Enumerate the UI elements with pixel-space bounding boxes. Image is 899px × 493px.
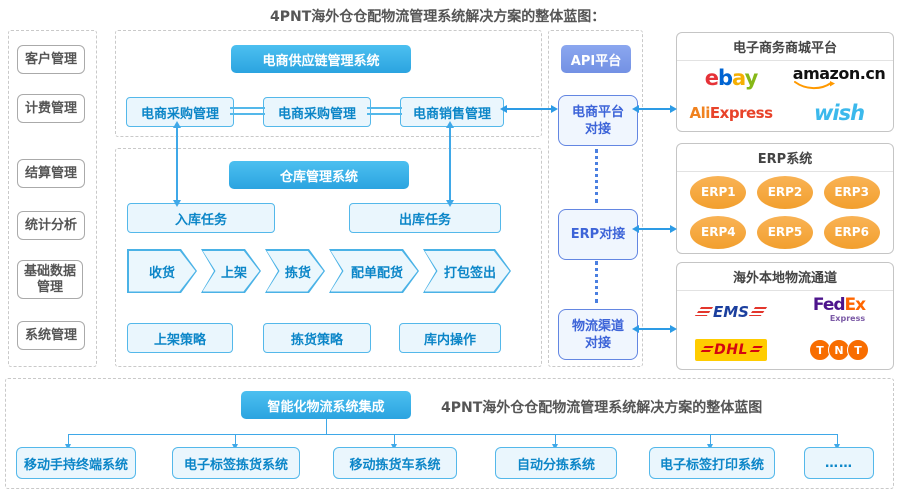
api-gateway-logistics: 物流渠道对接 [558,309,638,360]
wms-inbound-task: 入库任务 [127,203,275,233]
arrow-sales-to-api [500,105,558,113]
erp-systems-panel: ERP系统 ERP1 ERP2 ERP3 ERP4 ERP5 ERP6 [676,143,894,254]
tree-branch [68,434,838,435]
tree-stub-4 [552,434,558,450]
scm-link-2 [367,107,402,115]
system-label-printing: 电子标签打印系统 [649,447,775,479]
tree-stub-1 [65,434,71,450]
ecommerce-panel-title: 电子商务商城平台 [677,33,893,61]
aliexpress-logo: AliExpress [689,103,773,122]
arrow-api-to-logistics [632,325,677,333]
wms-outbound-task: 出库任务 [349,203,501,233]
scm-module-purchase-2: 电商采购管理 [263,97,371,127]
erp6-bubble: ERP6 [823,215,880,249]
system-auto-sorting: 自动分拣系统 [495,447,617,479]
amazon-logo: amazon.cn [793,66,886,90]
tree-stub-3 [391,434,397,450]
system-mobile-pick-cart: 移动拣货车系统 [333,447,457,479]
erp1-bubble: ERP1 [690,175,747,209]
api-gateway-ecommerce: 电商平台对接 [558,95,638,146]
erp3-bubble: ERP3 [823,175,880,209]
api-platform-header: API平台 [561,45,631,73]
erp2-bubble: ERP2 [756,175,813,209]
tree-stub-5 [707,434,713,450]
arrow-sales-to-outbound [446,121,454,207]
intelligent-logistics-header: 智能化物流系统集成 [241,391,411,419]
erp5-bubble: ERP5 [756,215,813,249]
fedex-logo: FedEx Express [812,294,866,323]
api-dots-2 [595,261,598,303]
sidebar-item-settlement-mgmt: 结算管理 [17,159,85,188]
scm-link-1 [230,107,265,115]
tree-trunk [326,419,327,434]
api-dots-1 [595,149,598,203]
sidebar-item-billing-mgmt: 计费管理 [17,94,85,123]
sidebar-admin-modules: 客户管理 计费管理 结算管理 统计分析 基础数据管理 系统管理 [8,30,97,367]
sidebar-item-system-mgmt: 系统管理 [17,321,85,350]
wish-logo: wish [813,100,865,125]
dhl-logo: DHL [695,339,767,362]
flow-step-putaway: 上架 [201,249,261,293]
ecommerce-marketplaces-panel: 电子商务商城平台 ebay amazon.cn AliExpress wish [676,32,894,132]
flow-step-pick: 拣货 [265,249,325,293]
sidebar-item-base-data-mgmt: 基础数据管理 [17,260,83,299]
ems-logo: EMS [694,303,768,321]
wms-panel: 仓库管理系统 入库任务 出库任务 收货 上架 拣货 配单配货 打包签出 上架策略… [115,148,542,367]
arrow-api-to-erp [632,225,677,233]
erp-panel-title: ERP系统 [677,144,893,172]
logistics-panel-title: 海外本地物流通道 [677,263,893,291]
wms-header: 仓库管理系统 [229,161,409,189]
arrow-purchase-to-inbound [173,121,181,207]
system-ellipsis: …… [804,447,874,479]
scm-header: 电商供应链管理系统 [231,45,411,73]
wms-strategy-putaway: 上架策略 [127,323,233,353]
system-mobile-handheld: 移动手持终端系统 [16,447,136,479]
arrow-api-to-marketplaces [632,105,677,113]
tree-stub-6 [834,434,840,450]
flow-step-allocate: 配单配货 [329,249,419,293]
sidebar-item-customer-mgmt: 客户管理 [17,45,85,74]
page-title: 4PNT海外仓仓配物流管理系统解决方案的整体蓝图： [270,9,606,25]
api-gateway-erp: ERP对接 [558,209,638,260]
flow-step-receive: 收货 [127,249,197,293]
system-pick-to-light: 电子标签拣货系统 [172,447,300,479]
api-platform-panel: API平台 电商平台对接 ERP对接 物流渠道对接 [548,30,643,367]
amazon-smile-icon [793,81,835,90]
sidebar-item-statistics: 统计分析 [17,211,85,240]
bottom-caption: 4PNT海外仓仓配物流管理系统解决方案的整体蓝图 [441,400,763,416]
intelligent-logistics-panel: 智能化物流系统集成 4PNT海外仓仓配物流管理系统解决方案的整体蓝图 移动手持终… [5,378,894,489]
wms-strategy-picking: 拣货策略 [263,323,371,353]
wms-warehouse-operations: 库内操作 [399,323,501,353]
flow-step-pack-checkout: 打包签出 [423,249,511,293]
ebay-logo: ebay [704,66,759,91]
erp4-bubble: ERP4 [690,215,747,249]
tree-stub-2 [232,434,238,450]
